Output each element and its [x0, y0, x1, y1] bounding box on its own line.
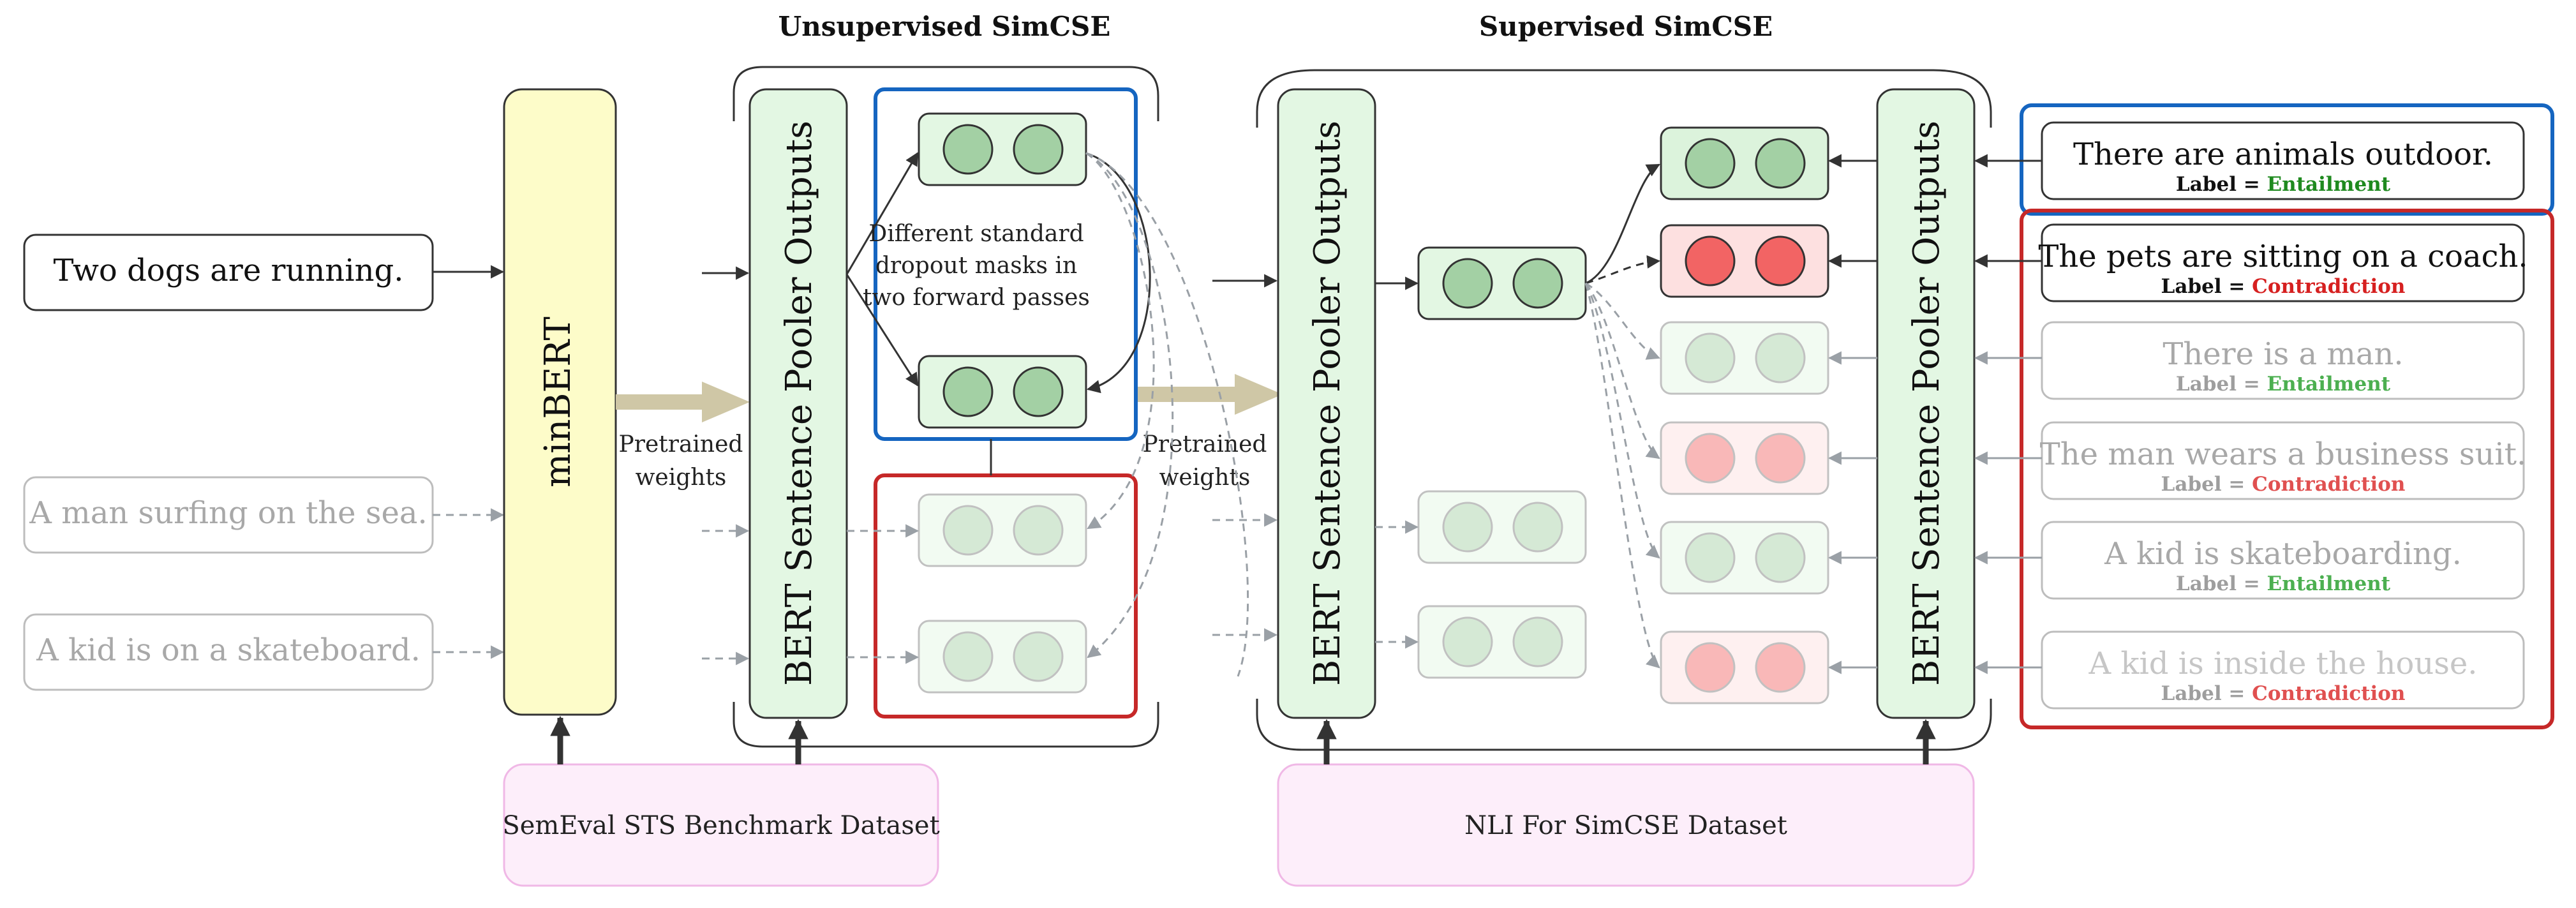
dropout-note-line3: two forward passes	[863, 285, 1090, 311]
pretrained-note-2-line2: weights	[1159, 465, 1251, 491]
curve-negative-1	[1085, 152, 1155, 530]
nli-label-4: Contradiction	[2252, 473, 2405, 496]
arrow-unsup-to-emb1	[845, 152, 919, 275]
unsup-pooler-label: BERT Sentence Pooler Outputs	[778, 121, 820, 686]
pretrained-arrow-1	[616, 382, 750, 422]
nli-pair-3: There is a man. Label = Entailment	[2041, 321, 2525, 400]
supervised-bracket-top	[1256, 69, 1992, 128]
sup-anchor-embedding-1	[1417, 246, 1587, 320]
sup-pair-embedding-2	[1660, 224, 1829, 298]
nli-label-prefix-1: Label =	[2176, 173, 2267, 196]
nli-sentence-6: A kid is inside the house.	[2088, 646, 2477, 681]
nli-sentence-2: The pets are sitting on a coach.	[2038, 239, 2528, 274]
input-kid-skateboard: A kid is on a skateboard.	[23, 613, 434, 691]
sup-pair-embedding-4	[1660, 421, 1829, 495]
fan-arrow-1	[1585, 163, 1660, 285]
positive-pair-box	[874, 87, 1138, 441]
unsupervised-bracket-top	[733, 66, 1159, 121]
unsup-embedding-2	[918, 355, 1087, 429]
sup-pair-pooler-label: BERT Sentence Pooler Outputs	[1906, 121, 1947, 686]
sup-pair-embedding-1	[1660, 126, 1829, 200]
dropout-note-line2: dropout masks in	[875, 253, 1077, 279]
sup-pair-embedding-6	[1660, 630, 1829, 704]
nli-negative-group	[2020, 209, 2554, 729]
dataset-nli: NLI For SimCSE Dataset	[1277, 763, 1975, 887]
dropout-note-line1: Different standard	[868, 221, 1083, 247]
curve-negative-2	[1085, 152, 1174, 659]
nli-label-prefix-3: Label =	[2176, 373, 2267, 396]
minbert-label: minBERT	[537, 316, 579, 487]
curve-positive	[1085, 152, 1151, 394]
nli-label-prefix-5: Label =	[2176, 572, 2267, 595]
title-supervised: Supervised SimCSE	[1479, 11, 1773, 42]
nli-label-prefix-6: Label =	[2161, 682, 2252, 705]
nli-pair-4: The man wears a business suit. Label = C…	[2040, 421, 2527, 500]
nli-pair-5: A kid is skateboarding. Label = Entailme…	[2041, 521, 2525, 600]
unsup-pooler-block: BERT Sentence Pooler Outputs	[748, 88, 848, 719]
fan-arrow-5	[1584, 283, 1660, 559]
svg-text:Label = Entailment: Label = Entailment	[2176, 373, 2391, 396]
nli-sentence-4: The man wears a business suit.	[2040, 436, 2527, 472]
input-man-surfing: A man surfing on the sea.	[23, 476, 434, 554]
nli-sentence-3: There is a man.	[2163, 336, 2403, 372]
nli-label-5: Entailment	[2267, 572, 2391, 595]
unsup-embedding-3	[918, 493, 1087, 567]
input-kid-skateboard-text: A kid is on a skateboard.	[36, 632, 421, 668]
dataset-sts: SemEval STS Benchmark Dataset	[502, 763, 940, 887]
sup-pair-pooler-block: BERT Sentence Pooler Outputs	[1876, 88, 1976, 719]
nli-pair-6: A kid is inside the house. Label = Contr…	[2041, 630, 2525, 710]
title-unsupervised: Unsupervised SimCSE	[778, 11, 1111, 42]
unsup-embedding-4	[918, 620, 1087, 694]
nli-label-prefix-2: Label =	[2161, 275, 2252, 298]
supervised-bracket-bottom	[1256, 699, 1992, 751]
curve-negative-3	[1085, 152, 1249, 677]
dataset-sts-label: SemEval STS Benchmark Dataset	[502, 811, 939, 840]
svg-text:Label = Contradiction: Label = Contradiction	[2161, 275, 2406, 298]
sup-anchor-pooler-label: BERT Sentence Pooler Outputs	[1307, 121, 1348, 686]
unsupervised-bracket-bottom	[733, 702, 1159, 748]
svg-text:Label = Entailment: Label = Entailment	[2176, 173, 2391, 196]
arrow-unsup-to-emb2	[845, 274, 919, 387]
nli-sentence-5: A kid is skateboarding.	[2104, 536, 2462, 572]
fan-arrow-4	[1584, 283, 1660, 459]
nli-positive-group	[2020, 103, 2554, 216]
unsup-embedding-1	[918, 112, 1087, 186]
pretrained-arrow-2	[1136, 374, 1283, 415]
fan-arrow-2	[1585, 255, 1661, 285]
nli-pair-2: The pets are sitting on a coach. Label =…	[2038, 223, 2528, 302]
minbert-block: minBERT	[503, 88, 617, 716]
pretrained-note-1-line1: Pretrained	[619, 431, 743, 458]
nli-label-3: Entailment	[2267, 373, 2391, 396]
sup-anchor-pooler-block: BERT Sentence Pooler Outputs	[1277, 88, 1376, 719]
svg-text:Label = Entailment: Label = Entailment	[2176, 572, 2391, 595]
svg-text:Label = Contradiction: Label = Contradiction	[2161, 473, 2406, 496]
nli-label-1: Entailment	[2267, 173, 2391, 196]
sup-pair-embedding-3	[1660, 321, 1829, 395]
nli-sentence-1: There are animals outdoor.	[2073, 137, 2493, 172]
pretrained-note-2-line1: Pretrained	[1143, 431, 1267, 458]
sup-anchor-embedding-3	[1417, 605, 1587, 679]
nli-label-2: Contradiction	[2252, 275, 2405, 298]
sup-pair-embedding-5	[1660, 521, 1829, 595]
nli-label-6: Contradiction	[2252, 682, 2405, 705]
nli-pair-1: There are animals outdoor. Label = Entai…	[2041, 121, 2525, 200]
input-two-dogs-text: Two dogs are running.	[54, 253, 404, 288]
svg-text:Label = Contradiction: Label = Contradiction	[2161, 682, 2406, 705]
fan-arrow-3	[1585, 282, 1660, 360]
sup-anchor-embedding-2	[1417, 490, 1587, 564]
dataset-nli-label: NLI For SimCSE Dataset	[1464, 811, 1787, 840]
fan-arrow-6	[1584, 283, 1660, 669]
pretrained-note-1-line2: weights	[636, 465, 727, 491]
input-two-dogs: Two dogs are running.	[23, 234, 434, 311]
nli-label-prefix-4: Label =	[2161, 473, 2252, 496]
input-man-surfing-text: A man surfing on the sea.	[29, 495, 427, 531]
